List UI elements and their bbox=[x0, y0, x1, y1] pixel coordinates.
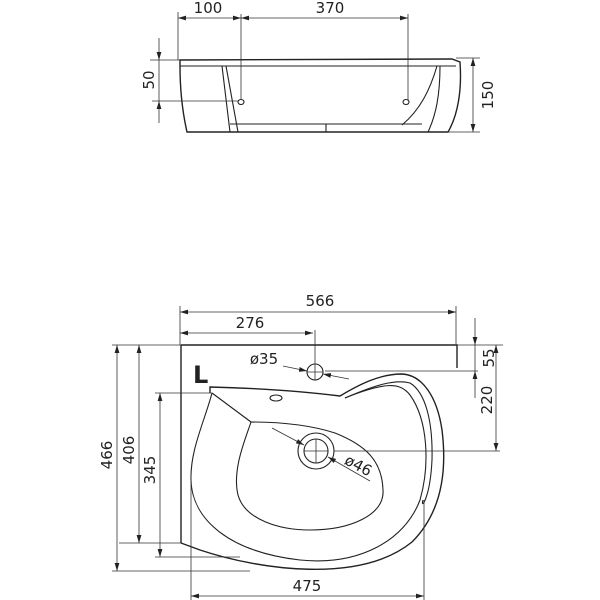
dim-370: 370 bbox=[316, 0, 345, 17]
basin-bowl bbox=[235, 421, 384, 531]
dim-50: 50 bbox=[140, 70, 158, 89]
tap-hole-left bbox=[237, 98, 245, 106]
dim-55: 55 bbox=[480, 348, 498, 367]
bowl-right-wall bbox=[401, 65, 441, 133]
bowl-left-wall bbox=[221, 65, 239, 133]
side-view: 100 370 50 150 bbox=[140, 0, 497, 133]
bowl-bottom bbox=[230, 123, 422, 132]
dim-220: 220 bbox=[478, 386, 496, 415]
dim-tap-hole: ø35 bbox=[250, 350, 278, 368]
dim-566: 566 bbox=[306, 292, 335, 310]
overflow-ridge bbox=[211, 392, 252, 423]
dim-345: 345 bbox=[141, 456, 159, 485]
dim-406: 406 bbox=[120, 436, 138, 465]
overflow-hole bbox=[269, 394, 283, 402]
side-label: L bbox=[193, 361, 208, 389]
dim-276: 276 bbox=[236, 314, 265, 332]
dim-150: 150 bbox=[479, 81, 497, 110]
dim-100: 100 bbox=[194, 0, 223, 17]
dim-466: 466 bbox=[98, 441, 116, 470]
tap-hole-right bbox=[402, 98, 410, 106]
dim-475: 475 bbox=[293, 577, 322, 595]
basin-outer-outline bbox=[180, 373, 445, 570]
plan-view: L ø35 ø46 566 276 55 220 bbox=[98, 292, 503, 600]
basin-rim-inner bbox=[190, 385, 427, 562]
